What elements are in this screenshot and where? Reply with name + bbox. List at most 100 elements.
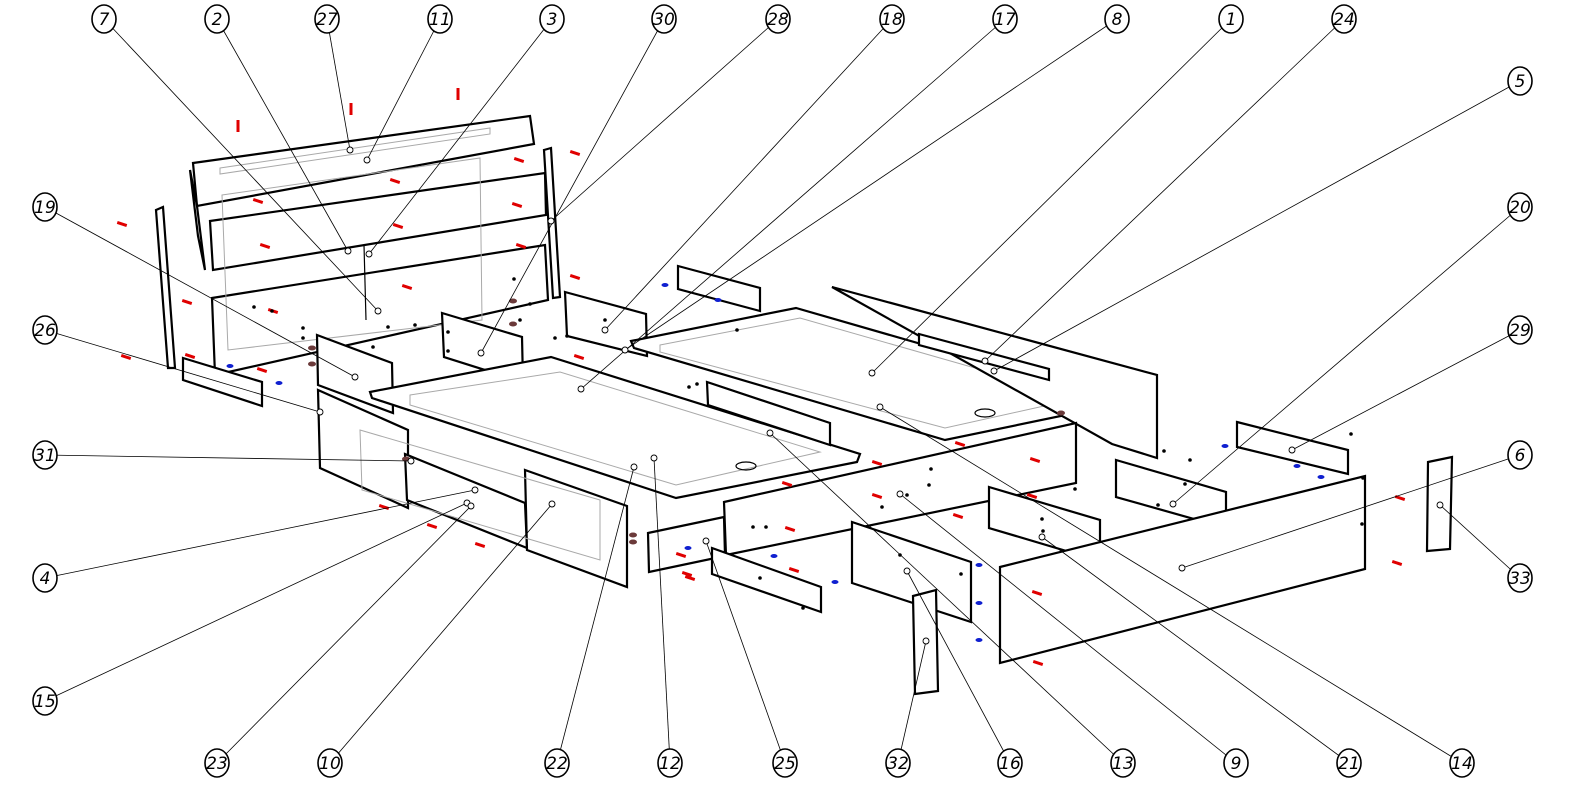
screw-hole-icon: [371, 345, 375, 349]
leader-line-17: [580, 18, 1006, 390]
red-dowel-icon: [349, 103, 353, 115]
blue-cam-bolt-icon: [770, 554, 778, 558]
callout-number: 19: [34, 198, 56, 218]
leader-anchor-16: [903, 567, 911, 575]
leader-anchor-6: [1178, 564, 1186, 572]
callout-30: 30: [651, 4, 677, 34]
screw-hole-icon: [905, 493, 909, 497]
callout-number: 12: [659, 754, 681, 774]
leader-line-24: [984, 18, 1345, 362]
leader-anchor-22: [630, 463, 638, 471]
brown-connector-icon: [629, 532, 637, 538]
blue-cam-bolt-icon: [975, 601, 983, 605]
callout-2: 2: [204, 4, 230, 34]
callout-number: 10: [319, 754, 341, 774]
callout-bubble: [1507, 563, 1533, 593]
red-dowel-icon: [675, 552, 687, 558]
red-dowel-icon: [952, 513, 964, 519]
callout-number: 5: [1515, 72, 1526, 92]
fasteners-layer: [116, 88, 1406, 666]
leader-anchor-21: [1038, 533, 1046, 541]
callout-number: 20: [1509, 198, 1531, 218]
callout-25: 25: [772, 748, 798, 778]
callout-1: 1: [1218, 4, 1244, 34]
red-dowel-icon: [389, 178, 401, 184]
leader-anchor-4: [471, 486, 479, 494]
callout-number: 15: [34, 692, 56, 712]
screw-hole-icon: [758, 576, 762, 580]
callout-13: 13: [1110, 748, 1136, 778]
red-dowel-icon: [513, 157, 525, 163]
blue-cam-bolt-icon: [684, 546, 692, 550]
callout-number: 16: [999, 754, 1021, 774]
callout-14: 14: [1449, 748, 1475, 778]
red-dowel-icon: [401, 284, 413, 290]
callout-bubble: [1104, 4, 1130, 34]
panel-28: [563, 290, 649, 358]
screw-hole-icon: [880, 505, 884, 509]
red-dowel-icon: [871, 460, 883, 466]
callout-29: 29: [1507, 315, 1533, 345]
red-dowel-icon: [788, 567, 800, 573]
leader-line-2: [216, 18, 349, 252]
leader-line-30: [480, 18, 665, 354]
leader-anchor-33: [1436, 501, 1444, 509]
screw-hole-icon: [446, 330, 450, 334]
platform-right-hole: [974, 408, 996, 418]
red-dowel-icon: [781, 481, 793, 487]
screw-hole-icon: [1360, 522, 1364, 526]
callout-number: 33: [1509, 569, 1531, 589]
leader-line-21: [1041, 536, 1350, 764]
blue-cam-bolt-icon: [226, 364, 234, 368]
leader-anchor-2: [344, 247, 352, 255]
callout-number: 4: [40, 569, 51, 589]
platform-right-inner: [659, 317, 1081, 429]
screw-hole-icon: [1361, 476, 1365, 480]
callout-number: 23: [206, 754, 228, 774]
rail-26: [181, 356, 264, 408]
callout-number: 13: [1112, 754, 1134, 774]
leader-line-15: [44, 502, 468, 702]
screw-hole-icon: [413, 323, 417, 327]
red-dowel-icon: [569, 150, 581, 156]
callout-23: 23: [204, 748, 230, 778]
leader-anchor-27: [346, 146, 354, 154]
screw-hole-icon: [1162, 449, 1166, 453]
callout-20: 20: [1507, 192, 1533, 222]
callout-bubble: [539, 4, 565, 34]
red-dowel-icon: [456, 88, 460, 100]
callout-31: 31: [32, 440, 58, 470]
screw-hole-icon: [929, 467, 933, 471]
callout-4: 4: [32, 563, 58, 593]
leader-anchor-23: [467, 502, 475, 510]
leader-line-8: [624, 18, 1118, 351]
leader-line-7: [103, 18, 379, 312]
callout-bubble: [1507, 315, 1533, 345]
leader-anchor-1: [868, 369, 876, 377]
screw-hole-icon: [764, 525, 768, 529]
blue-cam-bolt-icon: [831, 580, 839, 584]
screw-hole-icon: [1183, 482, 1187, 486]
leader-anchor-5: [990, 367, 998, 375]
callout-bubble: [32, 192, 58, 222]
leader-line-22: [556, 466, 635, 764]
callout-number: 1: [1226, 10, 1237, 30]
red-dowel-icon: [1031, 590, 1043, 596]
screw-hole-icon: [301, 326, 305, 330]
callout-number: 29: [1509, 321, 1531, 341]
screw-hole-icon: [1188, 458, 1192, 462]
callout-number: 28: [767, 10, 789, 30]
drawer-hidden-lines: [359, 429, 601, 561]
rail-18: [676, 264, 762, 313]
leader-line-9: [899, 493, 1237, 764]
red-dowel-icon: [181, 299, 193, 305]
leader-anchor-31: [407, 457, 415, 465]
screw-hole-icon: [386, 325, 390, 329]
leader-line-20: [1172, 206, 1521, 505]
callout-bubble: [1223, 748, 1249, 778]
brown-connector-icon: [509, 298, 517, 304]
headboard-top-rail: [191, 114, 536, 208]
